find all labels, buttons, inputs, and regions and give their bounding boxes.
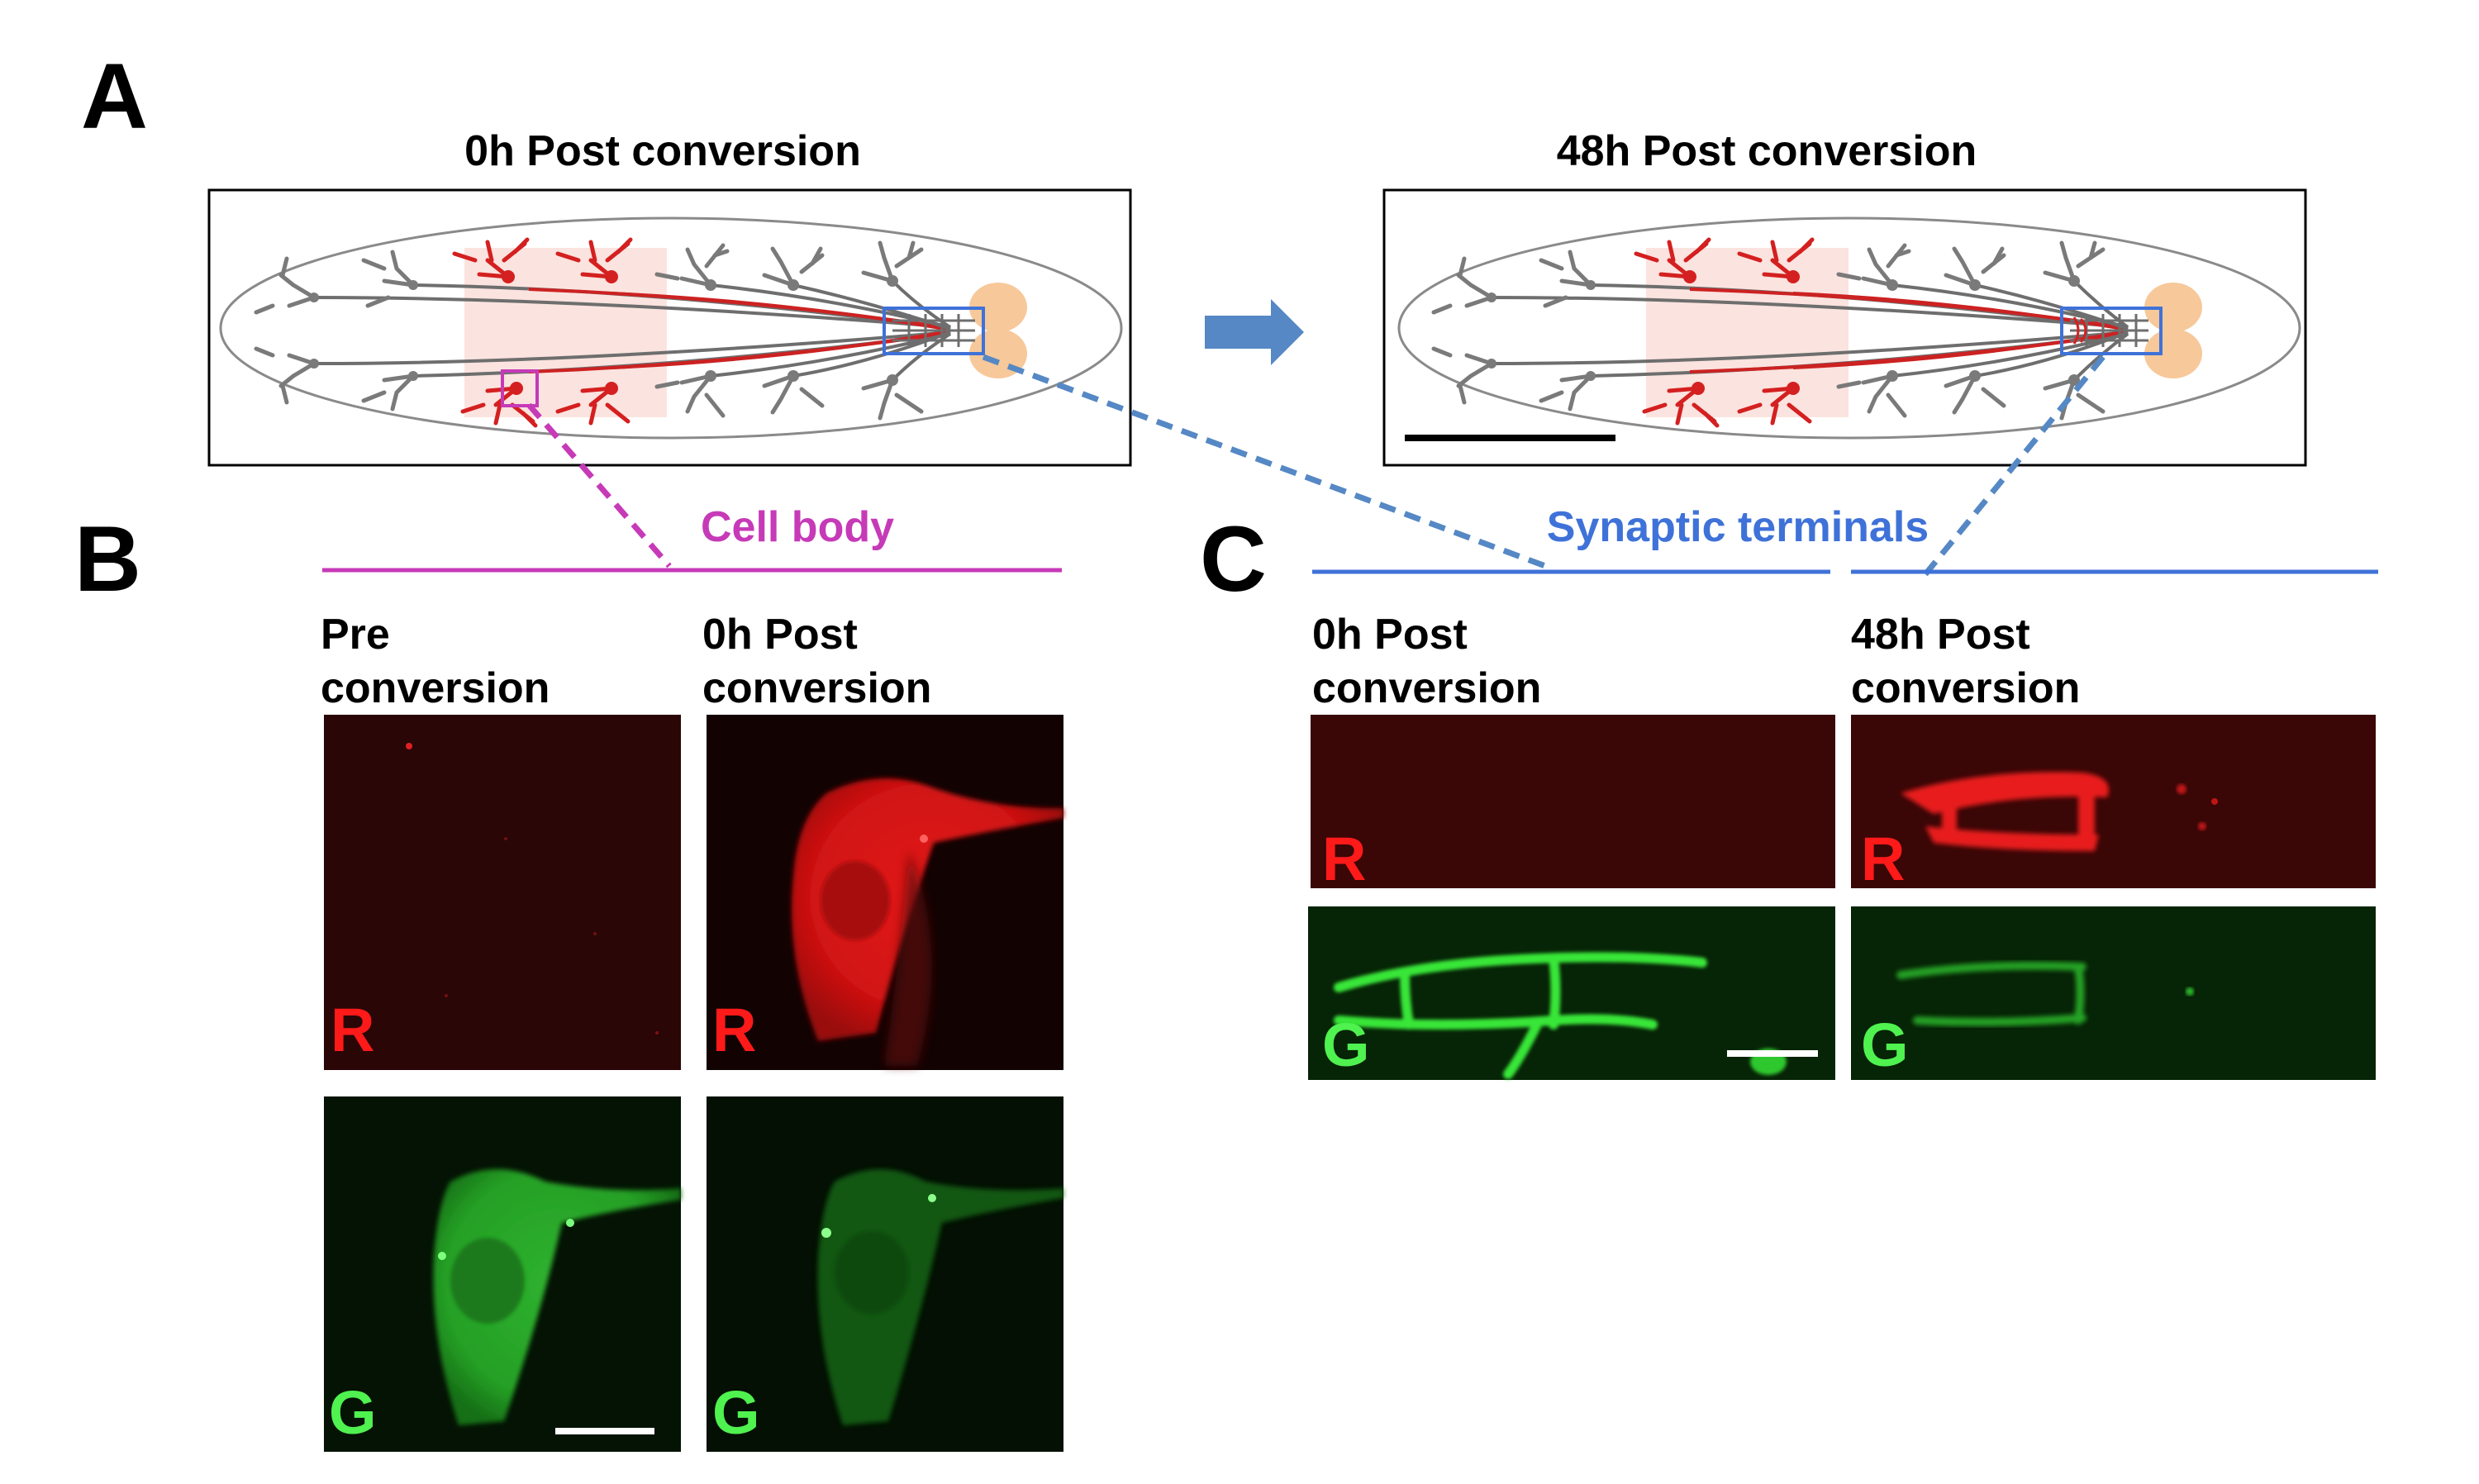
connector-cell-body (526, 402, 672, 568)
connector-synaptic-0h (982, 354, 1547, 569)
channel-label-green: G (1322, 1011, 1370, 1079)
micrograph-synaptic-48h-red: R (1851, 715, 2376, 893)
channel-label-red: R (331, 996, 374, 1064)
channel-label-red: R (1322, 825, 1366, 893)
synaptic-48h-title-1: 48h Post (1851, 611, 2030, 659)
micrograph-pre-red: R (324, 715, 681, 1070)
cell-body-header: Cell body (701, 503, 894, 551)
cellbody-0h-title-1: 0h Post (702, 611, 858, 659)
micrograph-0h-red: R (707, 715, 1063, 1070)
panel-a-left-title: 0h Post conversion (464, 127, 861, 175)
synaptic-0h-title-2: conversion (1312, 664, 1541, 712)
cellbody-0h-title-2: conversion (702, 664, 931, 712)
micrograph-synaptic-48h-green: G (1851, 906, 2376, 1080)
channel-label-green: G (1861, 1011, 1909, 1079)
micrograph-pre-green: G (324, 1096, 681, 1452)
larva-schematic-48h (1382, 188, 2307, 467)
synaptic-terminals-header: Synaptic terminals (1547, 503, 1929, 551)
synaptic-terminal-box-0h (883, 307, 985, 355)
time-arrow (1205, 299, 1304, 365)
synaptic-48h-title-2: conversion (1851, 664, 2080, 712)
channel-label-red: R (1861, 825, 1905, 893)
channel-label-green: G (712, 1378, 760, 1447)
channel-label-red: R (712, 996, 756, 1064)
panel-letter-c: C (1200, 507, 1267, 611)
micrograph-synaptic-0h-red: R (1311, 715, 1835, 893)
pre-conversion-title-2: conversion (321, 664, 550, 712)
panel-letter-a: A (81, 45, 148, 148)
cell-body-box (501, 369, 539, 407)
larva-schematic-0h (207, 188, 1132, 467)
pre-conversion-title-1: Pre (321, 611, 390, 659)
micrograph-synaptic-0h-green: G (1308, 906, 1835, 1080)
synaptic-0h-title-1: 0h Post (1312, 611, 1468, 659)
micrograph-0h-green: G (707, 1096, 1063, 1452)
synaptic-terminal-box-48h (2060, 307, 2163, 355)
panel-letter-b: B (74, 507, 141, 611)
channel-label-green: G (329, 1378, 377, 1447)
panel-a-right-title: 48h Post conversion (1557, 127, 1977, 175)
connector-synaptic-48h (1923, 354, 2105, 577)
